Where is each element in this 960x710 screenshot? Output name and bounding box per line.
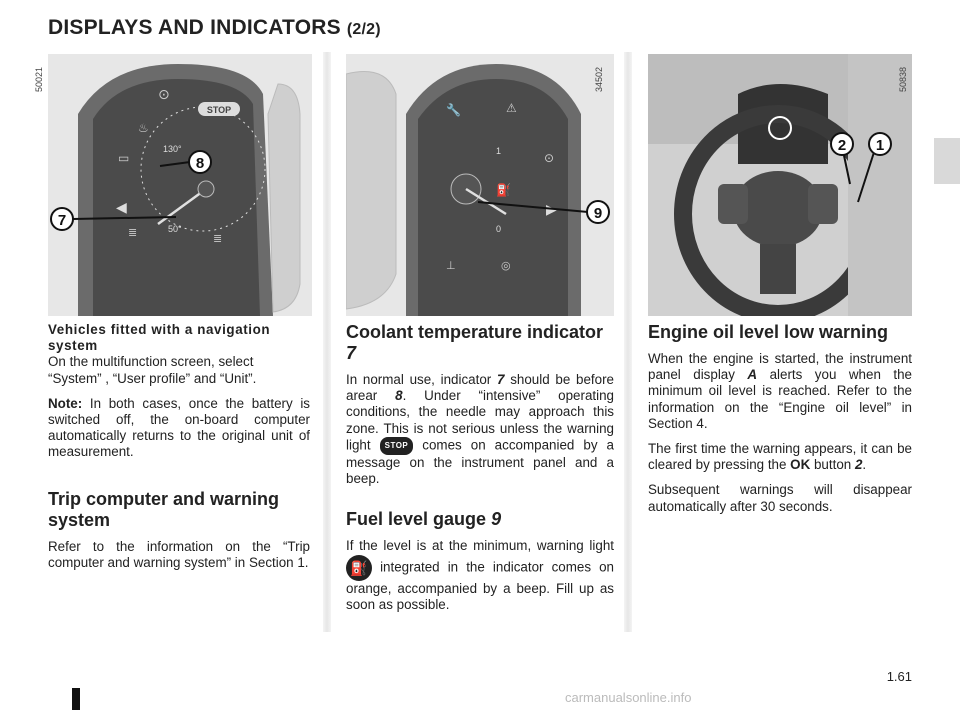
gauge-label: 50° [168, 224, 182, 234]
gauge-label: 130° [163, 144, 182, 154]
svg-text:▶: ▶ [546, 202, 557, 218]
svg-text:≣: ≣ [128, 226, 137, 239]
stop-warning-icon: STOP [379, 436, 414, 456]
column-2: Coolant temperature indicator 7 In norma… [346, 322, 614, 622]
svg-text:◀: ◀ [116, 200, 127, 216]
svg-text:♨: ♨ [138, 121, 149, 135]
coolant-heading: Coolant temperature indicator 7 [346, 322, 604, 363]
section-tab [934, 138, 960, 184]
image-code: 50838 [898, 66, 908, 92]
trip-heading: Trip computer and warning system [48, 488, 280, 530]
fuel-warning-icon: ⛽ [346, 554, 372, 581]
fuel-gauge-figure: 1 0 🔧 ⚠ ⊙ ⛽ ▶ ⊥ ◎ 9 [346, 54, 614, 316]
column-1: Vehicles fitted with a navigation system… [48, 322, 310, 580]
stop-label: STOP [207, 105, 231, 115]
column-divider [323, 52, 331, 632]
svg-text:▭: ▭ [118, 151, 129, 165]
callout-9: 9 [594, 205, 602, 222]
svg-text:≣: ≣ [213, 232, 222, 245]
page-marker [72, 688, 80, 710]
svg-text:◎: ◎ [501, 259, 511, 272]
gauge-label: 1 [496, 146, 501, 156]
callout-1: 1 [876, 137, 884, 154]
trip-text: Refer to the information on the “Trip co… [48, 538, 310, 570]
oil-text-3: Subsequent warnings will disappear autom… [648, 482, 912, 514]
fuel-heading: Fuel level gauge 9 [346, 509, 502, 530]
callout-8: 8 [196, 155, 204, 172]
callout-7: 7 [58, 212, 66, 229]
callout-A: A [774, 121, 786, 138]
gauge-label: 0 [496, 224, 501, 234]
coolant-gauge-figure: STOP 130° 50° ⊙ ♨ ▭ ◀ ≣ ≣ 8 7 [48, 54, 312, 316]
note-label: Note: [48, 395, 83, 411]
callout-2: 2 [838, 137, 846, 154]
image-code: 50021 [34, 66, 44, 92]
oil-text-2: The first time the warning appears, it c… [648, 441, 912, 473]
svg-text:⚠: ⚠ [506, 101, 517, 115]
coolant-text: In normal use, indicator 7 should be bef… [346, 372, 615, 487]
page-number: 1.61 [886, 669, 912, 684]
steering-wheel-figure: A 2 1 [648, 54, 912, 316]
column-divider [624, 52, 632, 632]
vehicles-heading: Vehicles fitted with a navigation system [48, 322, 271, 354]
note-paragraph: Note: In both cases, once the battery is… [48, 395, 310, 460]
svg-text:⊥: ⊥ [446, 259, 456, 272]
page-title: DISPLAYS AND INDICATORS (2/2) [48, 16, 381, 39]
svg-text:⛽: ⛽ [496, 183, 511, 197]
image-code: 34502 [594, 66, 604, 92]
svg-text:⊙: ⊙ [544, 151, 554, 165]
svg-text:🔧: 🔧 [446, 102, 461, 117]
svg-text:⊙: ⊙ [158, 87, 170, 103]
fuel-text: If the level is at the minimum, warning … [346, 538, 614, 612]
column-3: Engine oil level low warning When the en… [648, 322, 912, 524]
watermark: carmanualsonline.info [565, 690, 692, 705]
oil-text-1: When the engine is started, the instrume… [648, 351, 912, 431]
vehicles-text: On the multifunction screen, select “Sys… [48, 354, 257, 386]
oil-heading: Engine oil level low warning [648, 322, 889, 342]
